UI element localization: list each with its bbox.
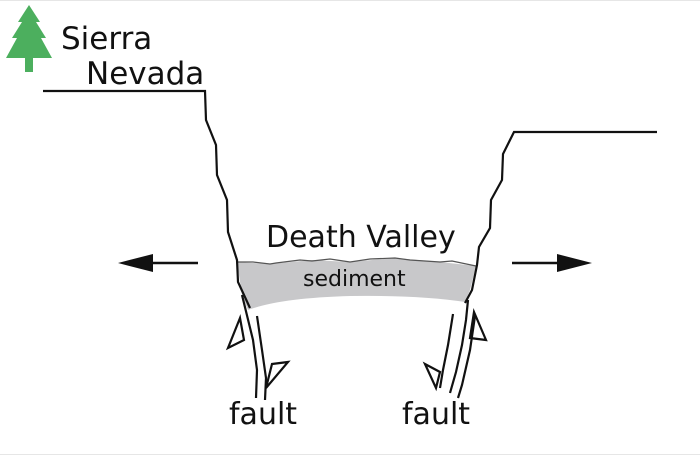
title-sierra: Sierra xyxy=(61,21,152,57)
sediment-label: sediment xyxy=(303,267,406,292)
arrow-left-icon xyxy=(118,254,198,272)
sediment-layer xyxy=(237,258,476,310)
arrow-right-icon xyxy=(512,254,592,272)
title-nevada: Nevada xyxy=(86,56,204,92)
tree-icon xyxy=(6,5,52,72)
east-range-surface xyxy=(464,130,657,304)
sediment-top-line xyxy=(237,257,477,267)
fault-right-label: fault xyxy=(402,397,470,432)
left-fault xyxy=(225,294,291,401)
sierra-nevada-surface xyxy=(43,89,251,309)
fault-left-label: fault xyxy=(229,397,297,432)
valley-label: Death Valley xyxy=(266,220,456,255)
right-fault xyxy=(422,299,488,399)
